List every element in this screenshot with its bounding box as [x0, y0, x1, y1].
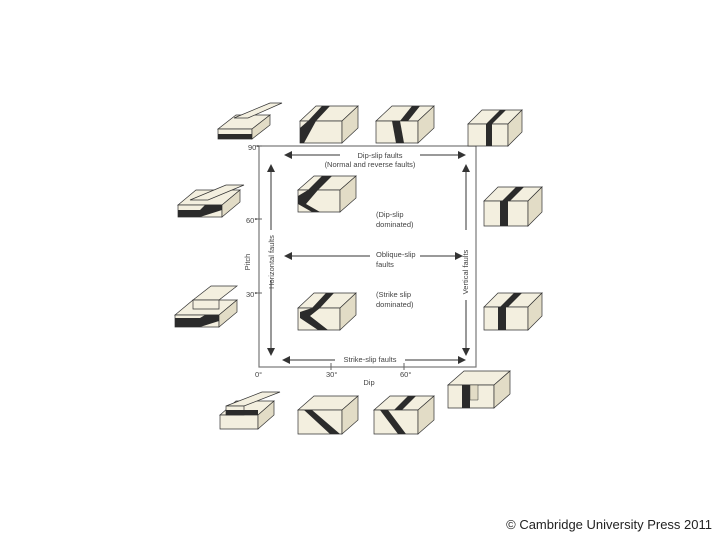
top-label-line2: (Normal and reverse faults)	[325, 160, 416, 169]
block-dip-slip-top-1	[299, 105, 359, 144]
block-dip-slip-dominated	[297, 175, 357, 213]
dip-slip-dominated-line1: (Dip-slip	[376, 210, 404, 219]
block-horizontal-60	[177, 184, 245, 218]
oblique-label-line2: faults	[376, 260, 394, 269]
block-vertical-60	[483, 186, 543, 227]
x-tick-0: 0°	[255, 370, 262, 379]
x-tick-30: 30°	[326, 370, 337, 379]
block-strike-slip-bottom-2	[297, 395, 359, 435]
y-tick-60: 60°	[246, 216, 257, 225]
oblique-label-line1: Oblique-slip	[376, 250, 416, 259]
strike-slip-dominated-line2: dominated)	[376, 300, 414, 309]
dip-slip-dominated-line2: dominated)	[376, 220, 414, 229]
x-tick-60: 60°	[400, 370, 411, 379]
block-strike-slip-dominated	[297, 292, 357, 331]
top-label-line1: Dip-slip faults	[357, 151, 402, 160]
block-vertical-30	[483, 292, 543, 331]
y-axis-label: Pitch	[243, 254, 252, 271]
right-label: Vertical faults	[461, 249, 470, 294]
block-vertical-bottom	[447, 370, 511, 409]
left-label: Horizontal faults	[267, 235, 276, 289]
block-dip-slip-top-2	[375, 105, 435, 144]
strike-slip-dominated-line1: (Strike slip	[376, 290, 411, 299]
y-tick-90: 90°	[248, 143, 259, 152]
bottom-label: Strike-slip faults	[344, 355, 397, 364]
block-horizontal-30	[174, 285, 239, 328]
diagram-frame	[258, 145, 477, 368]
block-vertical-top	[467, 109, 523, 147]
copyright-text: © Cambridge University Press 2011	[506, 517, 712, 532]
block-strike-slip-bottom-3	[373, 395, 435, 435]
block-strike-slip-bottom-1	[219, 391, 281, 430]
x-axis-label: Dip	[363, 378, 374, 387]
y-tick-30: 30°	[246, 290, 257, 299]
block-horizontal-top	[216, 102, 283, 140]
